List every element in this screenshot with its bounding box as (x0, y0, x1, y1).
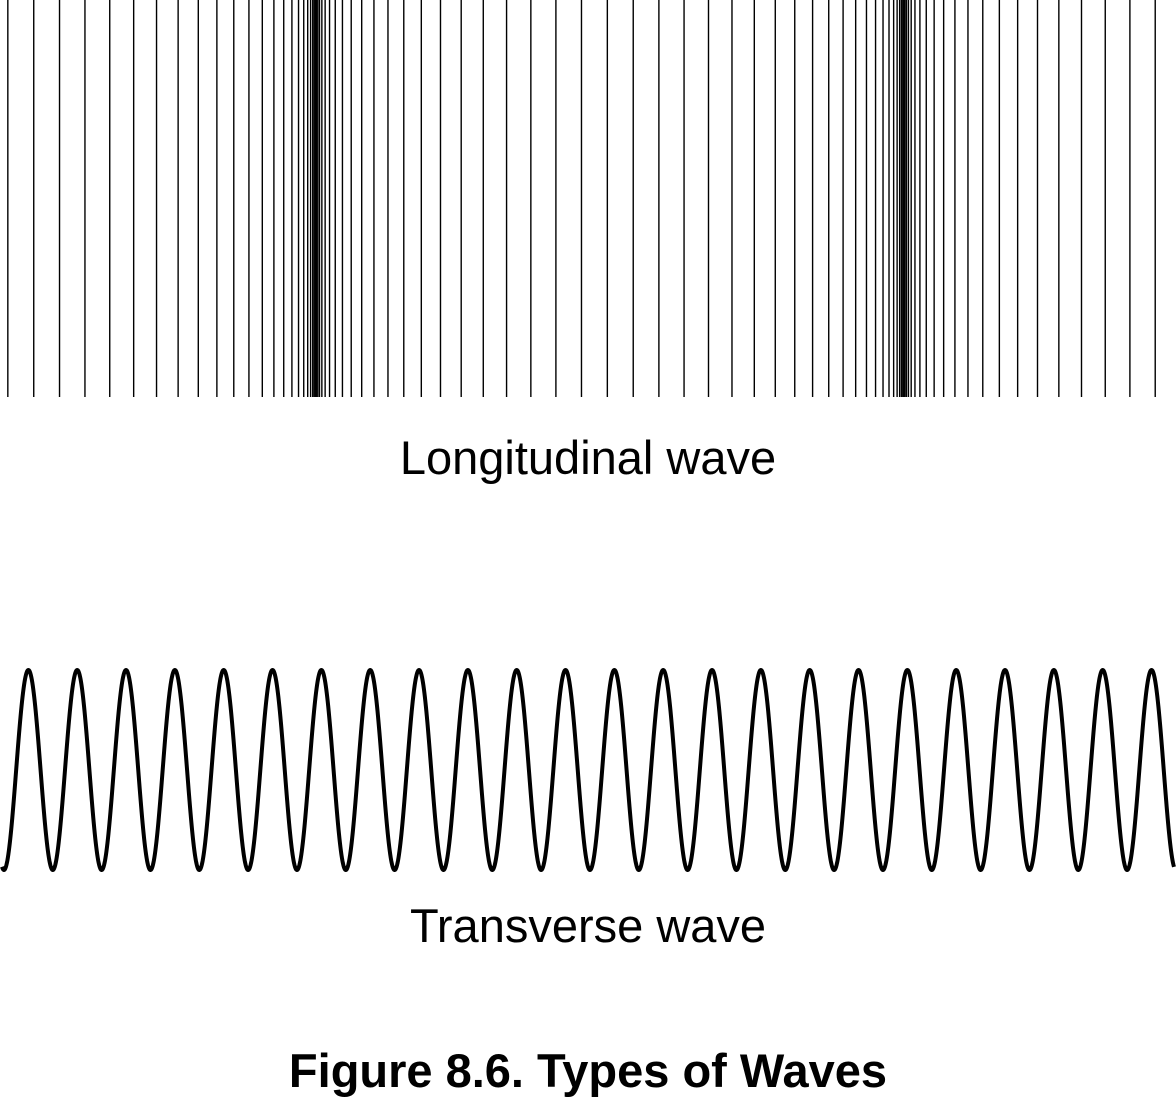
transverse-wave-label: Transverse wave (409, 899, 767, 952)
transverse-wave-diagram (0, 668, 1176, 872)
longitudinal-wave-diagram (7, 0, 1156, 397)
longitudinal-wave-label: Longitudinal wave (399, 431, 777, 484)
transverse-wave-curve (0, 668, 1176, 872)
figure-title: Figure 8.6. Types of Waves (288, 1044, 888, 1097)
